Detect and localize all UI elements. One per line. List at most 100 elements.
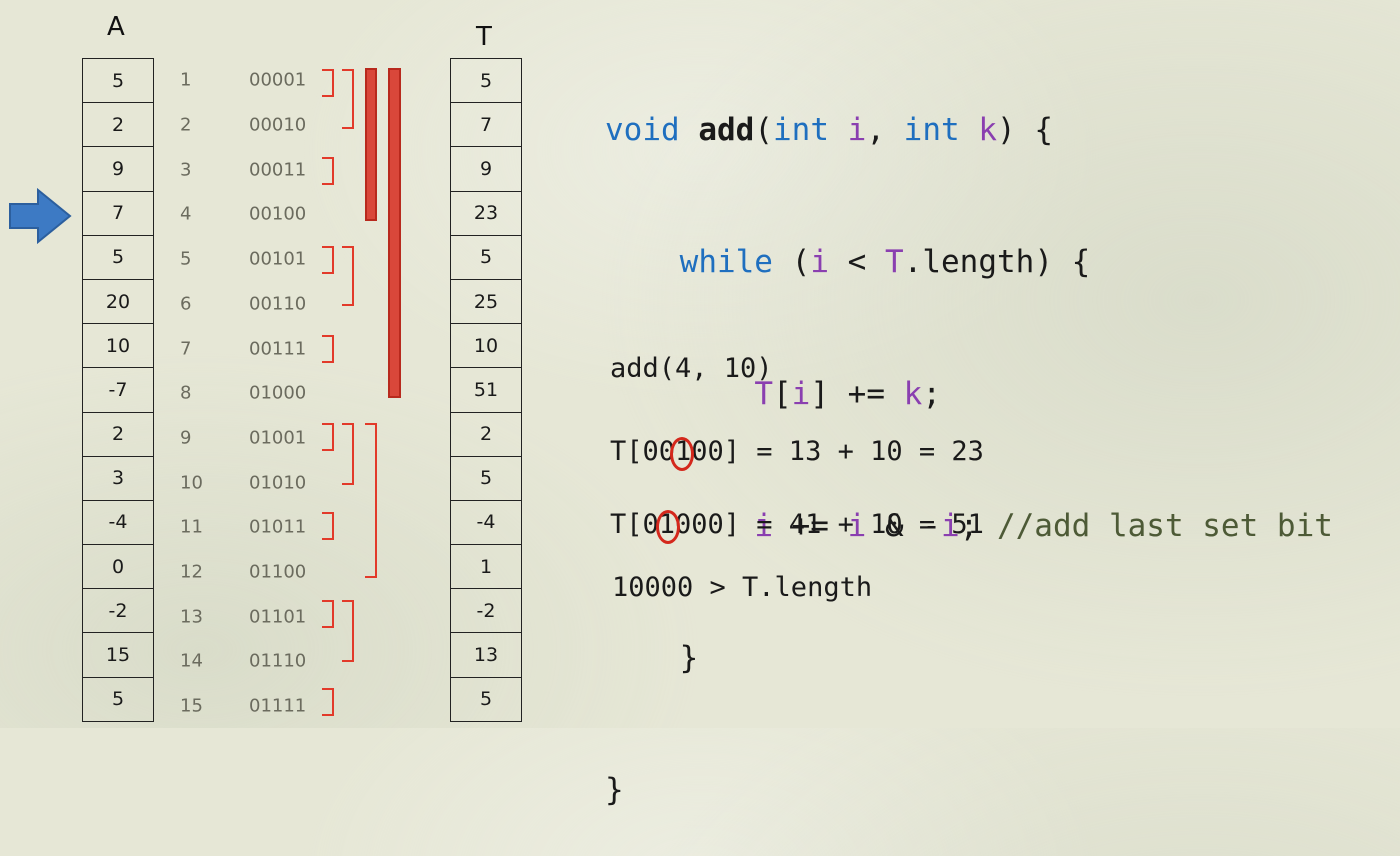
binary-label: 00101 <box>249 248 307 270</box>
op-add-assign: ] += <box>810 376 904 412</box>
array-t-cell: -2 <box>451 589 521 634</box>
index-label: 14 <box>180 650 203 672</box>
trace-step-1: T[00100] = 13 + 10 = 23 <box>610 436 984 467</box>
array-a-cell: 2 <box>83 103 153 148</box>
binary-label: 01010 <box>249 472 307 494</box>
binary-label: 01000 <box>249 382 307 404</box>
code-line-3: T[i] += k; <box>605 372 1333 416</box>
length-expr: .length) { <box>903 244 1091 280</box>
range-bracket-10 <box>342 423 354 485</box>
range-bracket-3 <box>322 157 334 185</box>
close-brace: } <box>679 640 699 676</box>
array-a-label: A <box>107 12 125 42</box>
range-bracket-13 <box>322 600 334 628</box>
semicolon: ; <box>959 508 997 544</box>
array-a-cell: 5 <box>83 678 153 722</box>
code-line-4: i += i & -i; //add last set bit <box>605 504 1333 548</box>
binary-label: 00111 <box>249 338 307 360</box>
array-t-cell: 9 <box>451 147 521 192</box>
array-a-cell: 0 <box>83 545 153 590</box>
array-t-cell: 7 <box>451 103 521 148</box>
binary-label: 00110 <box>249 293 307 315</box>
array-t-cell: 5 <box>451 678 521 722</box>
array-t-cell: 5 <box>451 59 521 104</box>
array-a-cell: 3 <box>83 457 153 501</box>
code-line-5: } <box>605 636 1333 680</box>
range-bracket-5 <box>322 246 334 274</box>
range-bracket-11 <box>322 512 334 540</box>
comma: , <box>866 112 904 148</box>
code-comment: //add last set bit <box>996 508 1333 544</box>
binary-label: 01100 <box>249 561 307 583</box>
array-t-cell: 2 <box>451 413 521 457</box>
code-line-2: while (i < T.length) { <box>605 240 1333 284</box>
array-a-cell: 5 <box>83 59 153 104</box>
op-and-neg: & - <box>866 508 941 544</box>
array-t-cell: 25 <box>451 280 521 325</box>
var-i: i <box>847 508 867 544</box>
array-a-cell: 7 <box>83 192 153 236</box>
array-t-cell: 1 <box>451 545 521 590</box>
index-label: 5 <box>180 248 192 270</box>
trace-stop: 10000 > T.length <box>612 572 873 603</box>
trace-call: add(4, 10) <box>610 353 773 384</box>
index-label: 8 <box>180 382 192 404</box>
binary-label: 01011 <box>249 516 307 538</box>
index-label: 6 <box>180 293 192 315</box>
var-i: i <box>810 244 829 280</box>
index-label: 1 <box>180 69 192 91</box>
update-bar-8 <box>388 68 401 398</box>
index-label: 10 <box>180 472 203 494</box>
fn-name: add <box>698 112 755 148</box>
array-a-cell: -7 <box>83 368 153 413</box>
binary-label: 01101 <box>249 606 307 628</box>
array-t-cell: 5 <box>451 236 521 280</box>
var-i: i <box>940 508 960 544</box>
array-a-cell: 5 <box>83 236 153 280</box>
array-a-cell: -2 <box>83 589 153 634</box>
array-t-cell: 13 <box>451 633 521 678</box>
bracket-open: [ <box>772 376 792 412</box>
index-label: 12 <box>180 561 203 583</box>
code-line-1: void add(int i, int k) { <box>605 108 1333 152</box>
paren: ( <box>791 244 811 280</box>
binary-label: 01001 <box>249 427 307 449</box>
range-bracket-15 <box>322 688 334 716</box>
array-t-cell: -4 <box>451 501 521 546</box>
index-label: 2 <box>180 114 192 136</box>
row-pointer-arrow-icon <box>9 188 72 244</box>
op-add-assign: += <box>772 508 848 544</box>
code-line-6: } <box>605 768 1333 812</box>
close-paren: ) { <box>997 112 1054 148</box>
update-bar-4 <box>365 68 377 221</box>
index-label: 15 <box>180 695 203 717</box>
var-i: i <box>754 508 773 544</box>
array-t-label: T <box>476 22 492 52</box>
array-t-cell: 10 <box>451 324 521 369</box>
array-a-cell: 9 <box>83 147 153 192</box>
range-bracket-9 <box>322 423 334 451</box>
trace-step-2: T[01000] = 41 + 10 = 51 <box>610 509 984 540</box>
binary-label: 00100 <box>249 203 307 225</box>
array-a-cell: 2 <box>83 413 153 457</box>
index-label: 3 <box>180 159 192 181</box>
range-bracket-2 <box>342 69 354 129</box>
code-block: void add(int i, int k) { while (i < T.le… <box>605 20 1333 856</box>
binary-label: 00010 <box>249 114 307 136</box>
kw-while: while <box>679 244 773 280</box>
last-set-bit-ring-1 <box>670 437 694 471</box>
range-bracket-1 <box>322 69 334 97</box>
array-a-cell: 10 <box>83 324 153 369</box>
binary-label: 00011 <box>249 159 307 181</box>
range-bracket-7 <box>322 335 334 363</box>
index-label: 13 <box>180 606 203 628</box>
kw-int: int <box>773 112 829 148</box>
binary-label: 01110 <box>249 650 307 672</box>
var-i: i <box>791 376 811 412</box>
var-t: T <box>754 376 773 412</box>
binary-label: 01111 <box>249 695 307 717</box>
var-k: k <box>978 112 998 148</box>
array-t-cell: 5 <box>451 457 521 501</box>
